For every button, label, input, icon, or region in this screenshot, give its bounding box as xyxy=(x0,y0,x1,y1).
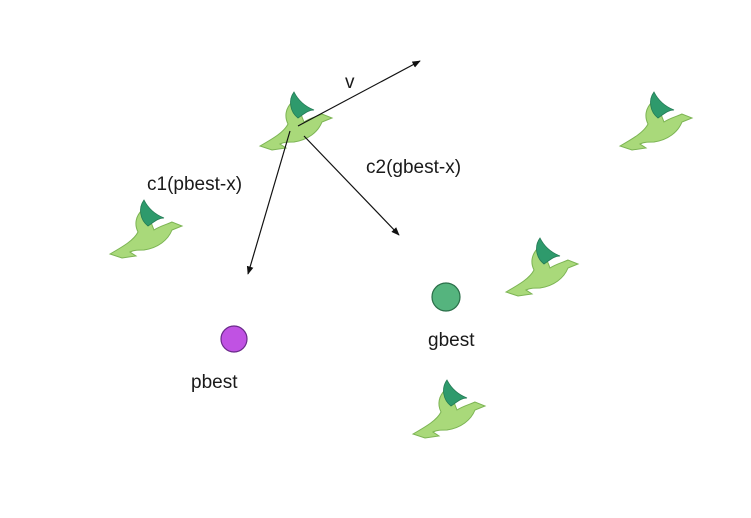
cognitive-label: c1(pbest-x) xyxy=(147,174,243,195)
gbest-label: gbest xyxy=(428,330,475,351)
bird-icon-topright xyxy=(619,91,693,151)
bird-icon-right xyxy=(505,237,579,297)
social-label: c2(gbest-x) xyxy=(366,157,462,178)
gbest-point xyxy=(431,282,461,312)
velocity-arrow xyxy=(297,60,421,127)
bird-icon-left xyxy=(109,199,183,259)
bird-icon-current xyxy=(259,91,333,151)
pbest-label: pbest xyxy=(191,372,238,393)
social-arrow xyxy=(303,135,400,236)
velocity-label: v xyxy=(345,72,355,93)
cognitive-arrow xyxy=(246,130,291,275)
pbest-point xyxy=(220,325,248,353)
bird-icon-bottom xyxy=(412,379,486,439)
